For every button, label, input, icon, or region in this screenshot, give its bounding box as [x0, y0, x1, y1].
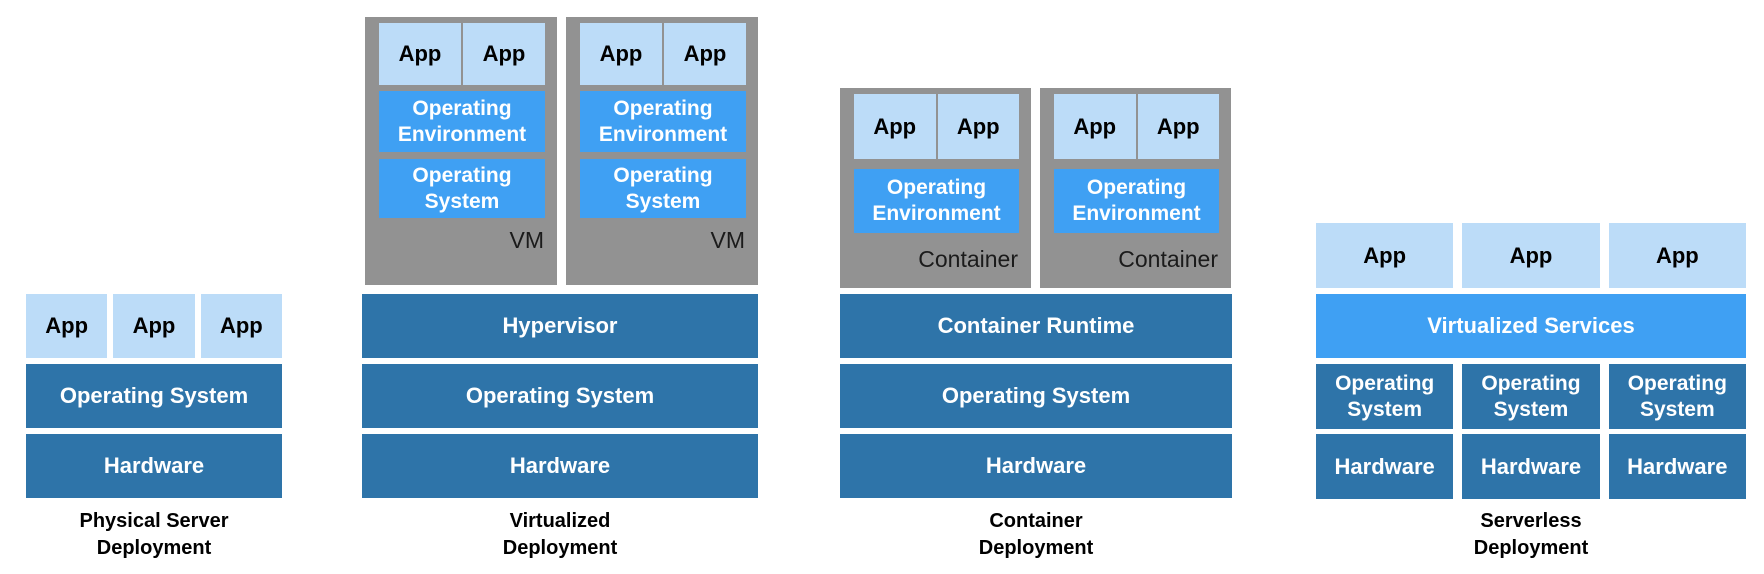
caption-line: Deployment — [502, 537, 618, 559]
caption-line: Virtualized — [509, 510, 611, 532]
vm-label: VM — [509, 227, 545, 253]
container-app-row: App App — [1054, 94, 1219, 159]
container-app-row: App App — [854, 94, 1019, 159]
app-box: App — [1316, 223, 1454, 288]
virtualized-hardware-bar: Hardware — [362, 434, 758, 498]
operating-system-box: Operating System — [1608, 364, 1746, 429]
physical-caption: Physical Server Deployment — [26, 508, 282, 562]
physical-hardware-bar: Hardware — [26, 434, 282, 498]
app-box: App — [200, 294, 282, 358]
operating-system-box: Operating System — [379, 159, 545, 218]
hardware-box: Hardware — [1462, 434, 1600, 499]
caption-line: Deployment — [96, 537, 212, 559]
hardware-box: Hardware — [1316, 434, 1454, 499]
operating-system-box: Operating System — [580, 159, 746, 218]
app-box: App — [854, 94, 936, 159]
caption-line: Container — [989, 510, 1083, 532]
app-box: App — [580, 23, 662, 85]
container-label: Container — [918, 246, 1018, 272]
app-box: App — [1054, 94, 1136, 159]
serverless-hardware-row: Hardware Hardware Hardware — [1316, 434, 1746, 499]
caption-line: Deployment — [978, 537, 1094, 559]
hypervisor-bar: Hypervisor — [362, 294, 758, 358]
physical-app-row: App App App — [26, 294, 282, 358]
container-hardware-bar: Hardware — [840, 434, 1232, 498]
virtualized-services-bar: Virtualized Services — [1316, 294, 1746, 358]
container-runtime-bar: Container Runtime — [840, 294, 1232, 358]
operating-environment-box: Operating Environment — [1054, 169, 1219, 233]
container-box: App App Operating Environment Container — [1040, 88, 1231, 288]
serverless-caption: Serverless Deployment — [1316, 508, 1746, 562]
operating-system-box: Operating System — [1462, 364, 1600, 429]
app-box: App — [463, 23, 545, 85]
app-box: App — [379, 23, 461, 85]
container-label: Container — [1118, 246, 1218, 272]
hardware-box: Hardware — [1608, 434, 1746, 499]
serverless-os-row: Operating System Operating System Operat… — [1316, 364, 1746, 429]
container-operating-system-bar: Operating System — [840, 364, 1232, 428]
app-box: App — [26, 294, 108, 358]
app-box: App — [1608, 223, 1746, 288]
app-box: App — [664, 23, 746, 85]
app-box: App — [113, 294, 195, 358]
virtualized-caption: Virtualized Deployment — [362, 508, 758, 562]
container-box: App App Operating Environment Container — [840, 88, 1031, 288]
vm-app-row: App App — [580, 23, 746, 85]
virtualized-operating-system-bar: Operating System — [362, 364, 758, 428]
caption-line: Deployment — [1473, 537, 1589, 559]
app-box: App — [937, 94, 1019, 159]
caption-line: Physical Server — [79, 510, 229, 532]
app-box: App — [1137, 94, 1219, 159]
app-box: App — [1462, 223, 1600, 288]
vm-app-row: App App — [379, 23, 545, 85]
vm-box: App App Operating Environment Operating … — [365, 17, 557, 285]
serverless-app-row: App App App — [1316, 223, 1746, 288]
vm-label: VM — [710, 227, 746, 253]
caption-line: Serverless — [1480, 510, 1582, 532]
operating-environment-box: Operating Environment — [580, 91, 746, 152]
physical-operating-system-bar: Operating System — [26, 364, 282, 428]
vm-box: App App Operating Environment Operating … — [566, 17, 758, 285]
container-caption: Container Deployment — [840, 508, 1232, 562]
operating-system-box: Operating System — [1316, 364, 1454, 429]
operating-environment-box: Operating Environment — [854, 169, 1019, 233]
operating-environment-box: Operating Environment — [379, 91, 545, 152]
